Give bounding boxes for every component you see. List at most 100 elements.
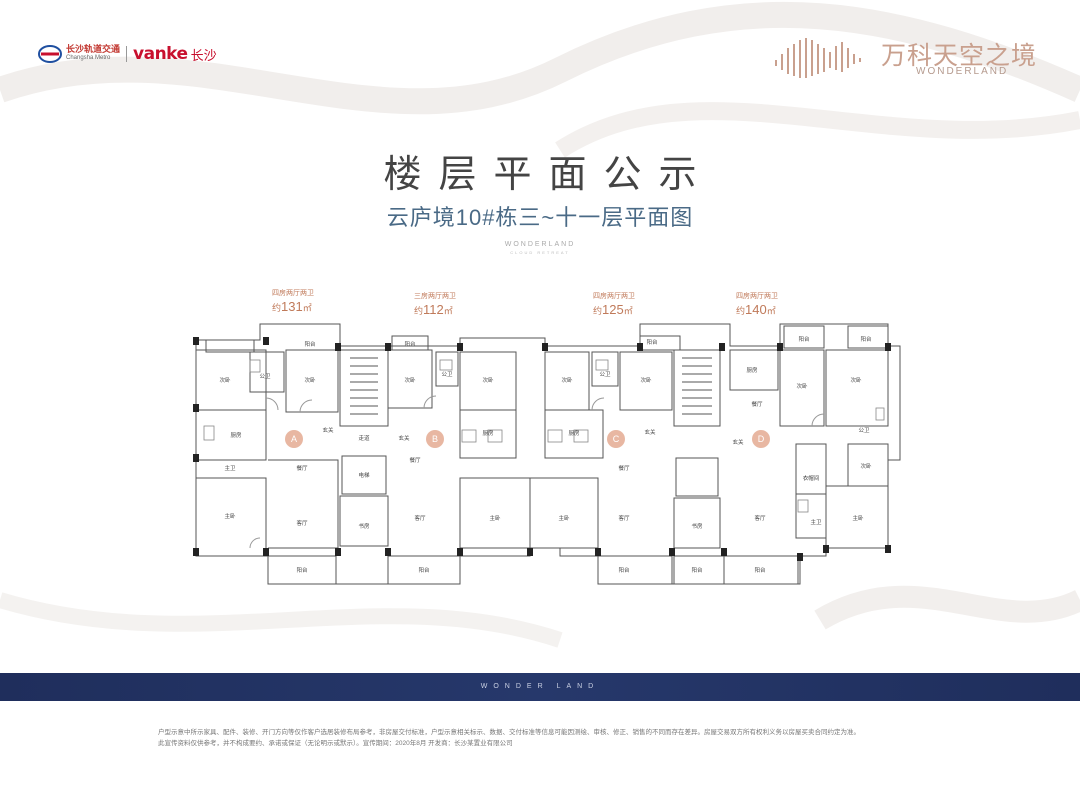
- room-label: 厨房: [568, 429, 580, 437]
- unit-d-prefix: 约: [736, 306, 746, 316]
- room-label: 主卫: [810, 518, 822, 526]
- room-label: 客厅: [414, 514, 426, 522]
- room-label: 客厅: [296, 519, 308, 527]
- unit-marker-a: A: [291, 434, 297, 444]
- core1-elevator: [341, 455, 387, 495]
- outer-wall: [195, 323, 901, 585]
- unit-a-type: 四房两厅两卫: [272, 290, 314, 297]
- unit-label-c: 四房两厅两卫 约125㎡: [593, 291, 635, 319]
- a-balcony-bottom-wall: [267, 555, 337, 585]
- city-name: 长沙: [190, 47, 217, 63]
- unit-d-unit: ㎡: [766, 306, 776, 316]
- c-bath-wall: [591, 351, 619, 387]
- disclaimer-line-2: 此宣传资料仅供参考，并不构成要约、承诺或保证（无论明示或默示）。宣传期间：202…: [158, 740, 513, 747]
- room-label: 次卧: [640, 376, 652, 384]
- disclaimer-line-1: 户型示意中所示家具、配件、装修、开门方向等仅作客户选居装修布局参考，非房屋交付标…: [158, 729, 860, 736]
- unit-marker-b: B: [432, 434, 438, 444]
- room-label: 书房: [691, 522, 703, 530]
- core1-stair: [339, 349, 389, 427]
- unit-c-type: 四房两厅两卫: [593, 293, 635, 300]
- unit-a-area: 131: [281, 299, 303, 314]
- c-master-wall: [529, 477, 599, 549]
- d-kitchen-wall: [729, 349, 779, 391]
- unit-marker-d: D: [758, 434, 765, 444]
- room-label: 主卧: [489, 514, 501, 522]
- room-label: 餐厅: [409, 456, 421, 464]
- unit-b-unit: ㎡: [443, 306, 453, 316]
- d-balcony-top2-wall: [847, 325, 889, 349]
- room-label: 次卧: [561, 376, 573, 384]
- room-label: 阳台: [860, 335, 872, 343]
- page-title: 楼层平面公示: [383, 154, 714, 196]
- unit-d-type: 四房两厅两卫: [736, 293, 778, 300]
- room-label: 玄关: [322, 426, 334, 434]
- room-label: 次卧: [482, 376, 494, 384]
- unit-b-type: 三房两厅两卫: [414, 293, 456, 300]
- room-label: 厨房: [746, 366, 758, 374]
- room-label: 公卫: [599, 371, 611, 378]
- room-label: 阳台: [418, 566, 430, 574]
- unit-d-area: 140: [745, 302, 767, 317]
- room-label: 阳台: [691, 566, 703, 574]
- unit-c-area: 125: [602, 302, 624, 317]
- b-master-wall: [459, 477, 531, 549]
- room-label: 玄关: [644, 428, 656, 436]
- room-label: 阳台: [754, 566, 766, 574]
- project-logo: 万科天空之境 WONDERLAND: [768, 34, 1048, 82]
- unit-marker-c: C: [613, 434, 620, 444]
- room-label: 主卧: [558, 514, 570, 522]
- room-label: 书房: [358, 522, 370, 530]
- a-balcony-top-wall: [205, 339, 255, 353]
- room-label: 次卧: [850, 376, 862, 384]
- unit-b-area: 112: [423, 302, 444, 317]
- a-bedroom-wall: [195, 349, 267, 411]
- d-bath2-wall: [795, 493, 827, 539]
- d-balcony-bottom-wall: [723, 555, 799, 585]
- project-name-cn: 万科天空之境: [881, 42, 1038, 70]
- wave-bars-icon: [775, 38, 861, 78]
- vanke-logo: vanke: [133, 44, 188, 64]
- d-master-wall: [825, 485, 889, 549]
- room-label: 阳台: [404, 340, 416, 348]
- c-bedroom2-wall: [619, 351, 673, 411]
- room-label: 走道: [358, 434, 370, 442]
- core2-elevator: [675, 457, 719, 497]
- core2-stair: [673, 349, 721, 427]
- core1-study: [339, 495, 389, 547]
- room-label: 阳台: [798, 335, 810, 343]
- d-cloak-wall: [795, 443, 827, 495]
- logo-divider: [126, 46, 128, 62]
- room-label: 厨房: [230, 431, 242, 439]
- room-label: 次卧: [404, 376, 416, 384]
- room-label: 次卧: [219, 376, 231, 384]
- unit-b-prefix: 约: [414, 306, 424, 316]
- room-label: 阳台: [296, 566, 308, 574]
- c-kitchen-wall: [544, 409, 604, 459]
- d-balcony-top-wall: [783, 325, 825, 349]
- floor-plan: A B C D 阳台 次卧 次卧 厨房 主卫 公卫 主卧 餐厅 客厅 玄关 阳台…: [193, 323, 901, 585]
- room-label: 客厅: [754, 514, 766, 522]
- header-logos: 长沙轨道交通 Changsha Metro vanke 长沙: [38, 44, 217, 64]
- room-label: 次卧: [796, 382, 808, 390]
- core2-study: [673, 497, 721, 549]
- unit-c-prefix: 约: [593, 306, 603, 316]
- unit-label-d: 四房两厅两卫 约140㎡: [736, 291, 778, 319]
- band-text: WONDER LAND: [480, 683, 600, 690]
- columns: [193, 337, 891, 561]
- b-balcony-bottom-wall: [387, 555, 461, 585]
- d-bedroom-wall: [779, 349, 825, 427]
- footer-band: WONDER LAND: [0, 673, 1080, 701]
- unit-label-a: 四房两厅两卫 约131㎡: [272, 288, 314, 316]
- room-label: 次卧: [860, 462, 872, 470]
- room-label: 阳台: [646, 338, 658, 346]
- disclaimer: 户型示意中所示家具、配件、装修、开门方向等仅作客户选居装修布局参考，非房屋交付标…: [158, 727, 938, 749]
- room-label: 公卫: [259, 373, 271, 380]
- b-balcony-top-wall: [391, 335, 429, 351]
- page-subtitle: 云庐境10#栋三~十一层平面图: [386, 205, 694, 230]
- metro-logo-icon: [38, 45, 62, 63]
- room-label: 玄关: [732, 438, 744, 446]
- metro-name-cn: 长沙轨道交通: [66, 44, 121, 54]
- room-label: 电梯: [358, 471, 370, 479]
- room-label: 餐厅: [751, 400, 763, 408]
